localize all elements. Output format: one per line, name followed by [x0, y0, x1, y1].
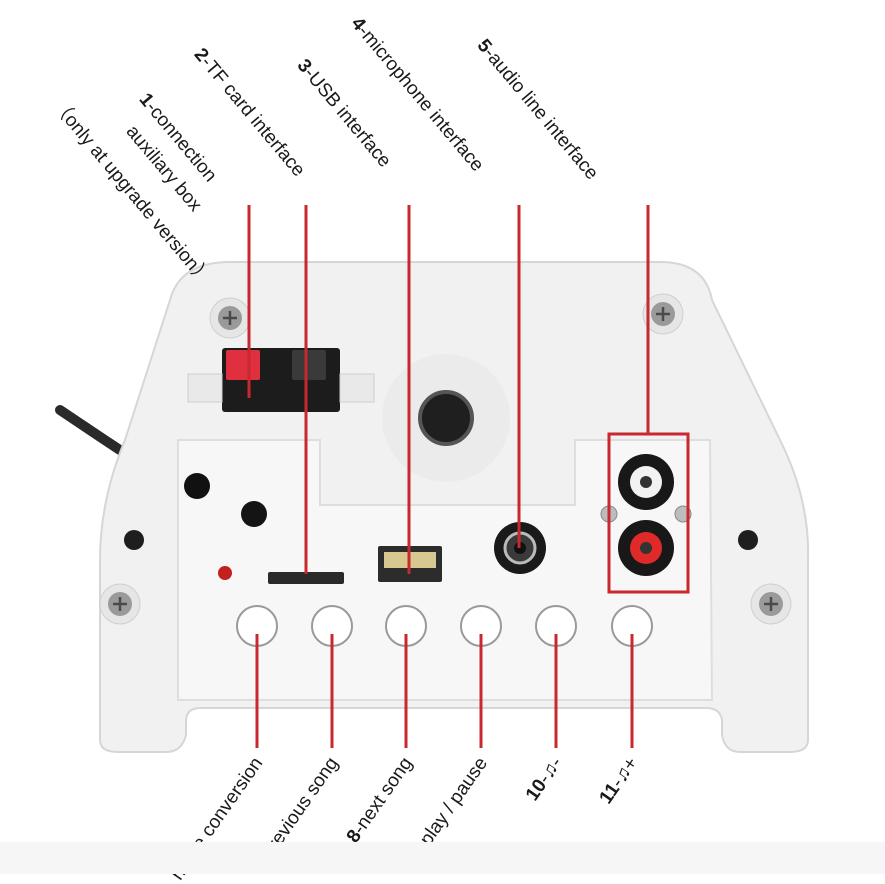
screw-right	[750, 583, 792, 625]
knob	[241, 501, 267, 527]
screw-top-right	[642, 293, 684, 335]
cable-gland	[184, 473, 210, 499]
bottom-strip	[0, 842, 885, 874]
led-indicator	[218, 566, 232, 580]
buttons-row	[236, 605, 653, 647]
screw-left	[99, 583, 141, 625]
audio-line-jacks	[600, 454, 692, 576]
mount-hole-right	[738, 530, 758, 550]
mount-hole-left	[124, 530, 144, 550]
center-jack	[382, 354, 510, 482]
screw-top-left	[209, 297, 251, 339]
leader-lines	[247, 205, 690, 748]
connection-terminal	[187, 348, 375, 412]
tf-card-slot	[268, 572, 344, 584]
front-panel	[177, 439, 714, 701]
audio-highlight-box	[607, 432, 690, 594]
